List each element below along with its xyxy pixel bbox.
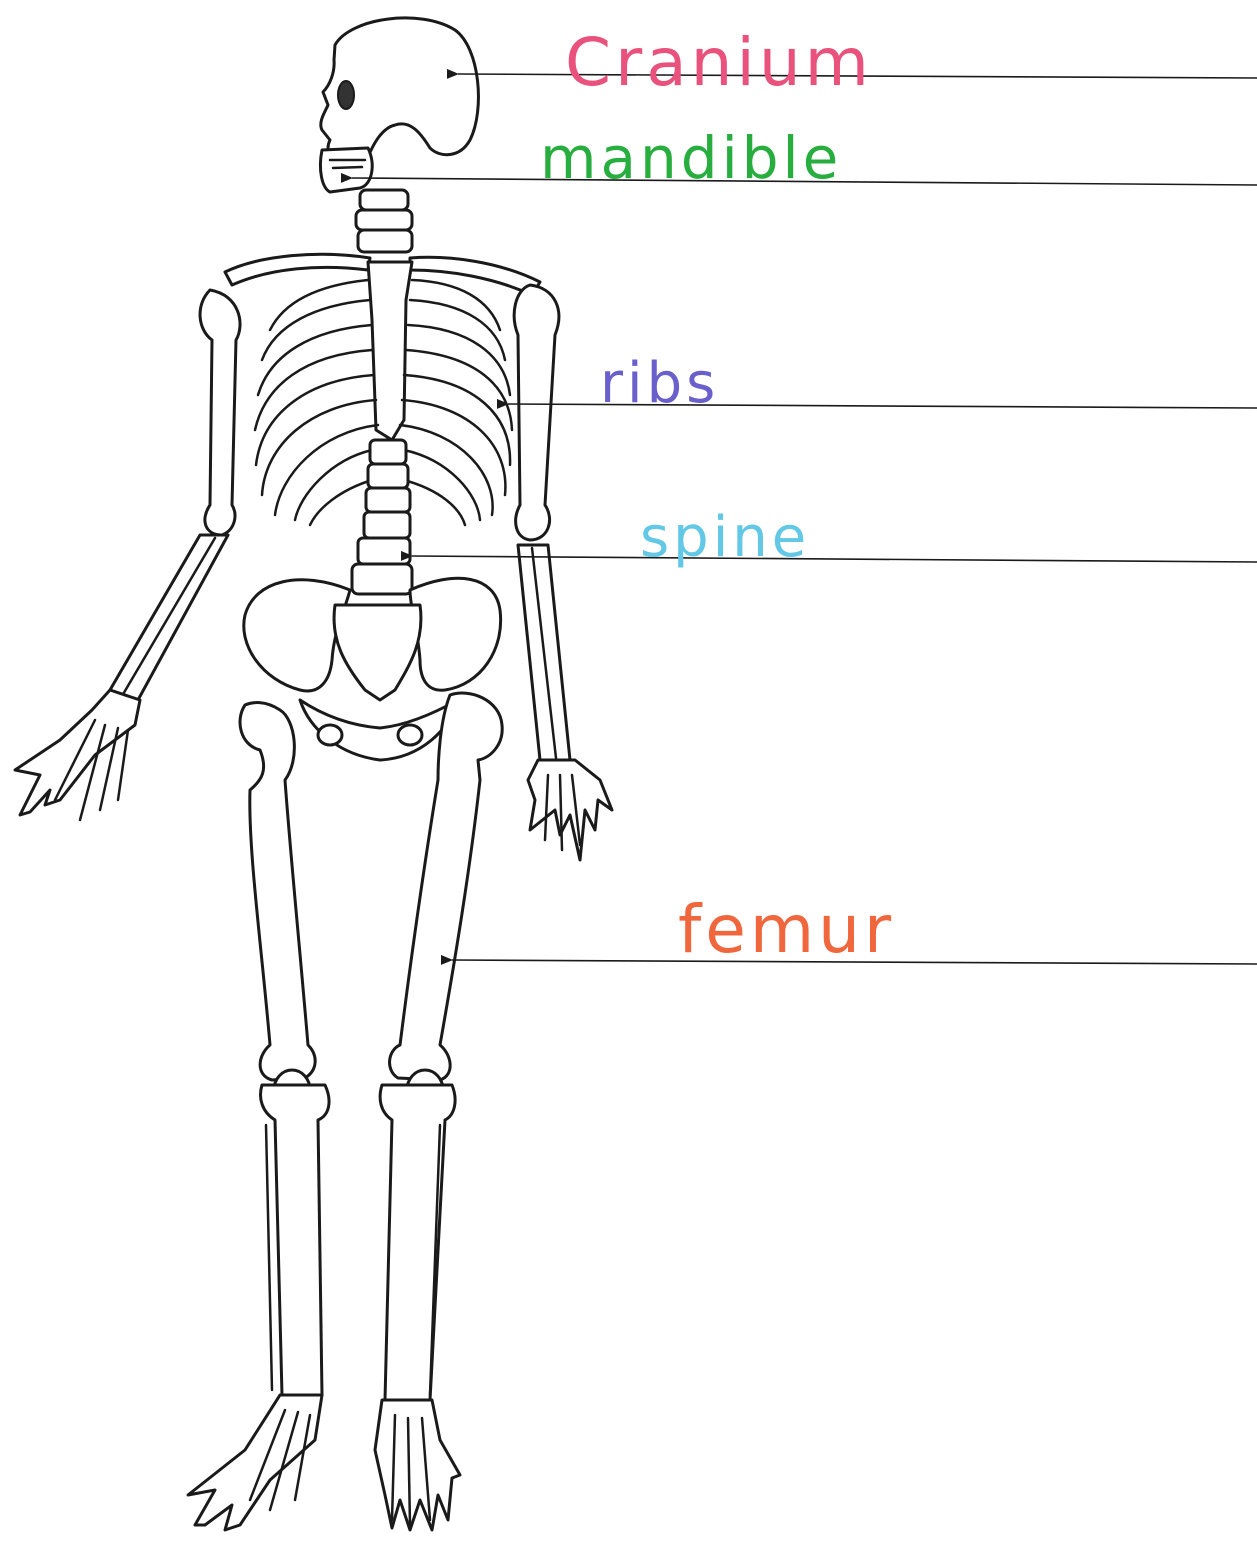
right-leg xyxy=(375,693,502,1530)
skull xyxy=(320,18,478,192)
right-arm xyxy=(514,285,612,860)
humerus-left xyxy=(200,290,240,535)
ilium-right xyxy=(410,578,501,690)
spine xyxy=(352,440,412,594)
left-leg xyxy=(188,703,329,1530)
label-spine: spine xyxy=(640,505,810,570)
tibia-right xyxy=(380,1085,455,1400)
left-arm xyxy=(15,290,240,820)
hand-right xyxy=(528,760,612,860)
sacrum xyxy=(334,605,421,700)
ribs-left xyxy=(255,280,378,525)
ribs-right xyxy=(400,280,512,525)
femur-left xyxy=(240,703,315,1080)
eye-socket xyxy=(338,81,354,109)
humerus-right xyxy=(514,285,559,540)
mandible-shape xyxy=(320,148,372,192)
foot-right xyxy=(375,1400,460,1530)
ilium-left xyxy=(244,580,350,691)
label-ribs: ribs xyxy=(600,351,719,416)
label-femur: femur xyxy=(678,891,895,968)
label-mandible: mandible xyxy=(540,124,842,192)
cervical-vertebrae xyxy=(356,190,412,252)
label-cranium: Cranium xyxy=(565,24,873,101)
